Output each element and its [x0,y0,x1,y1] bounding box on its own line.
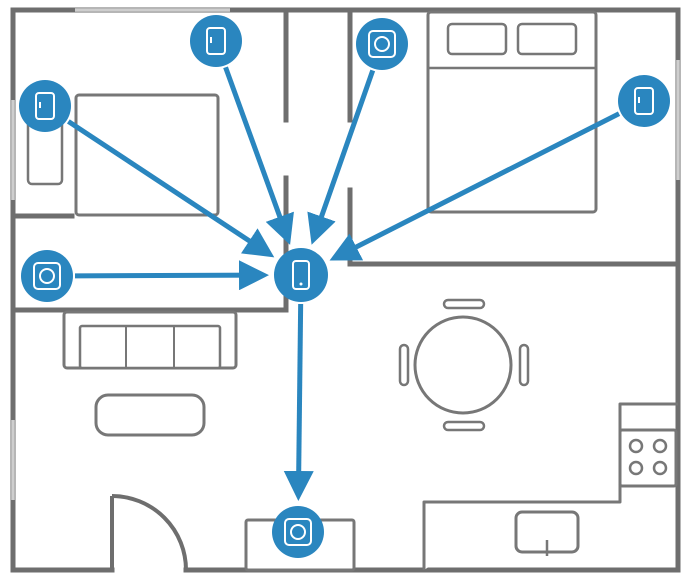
dining-table [413,315,513,415]
bedroom-left-door-sensor-circle [190,15,242,67]
furniture [26,10,678,572]
stove-burner-1 [628,438,644,454]
kitchen-counter [422,402,678,570]
stove-burner-3 [628,460,644,476]
left-bed [74,93,220,217]
camera-sensor-icon [33,262,61,290]
phone-icon [292,260,310,290]
stove [618,428,678,488]
arrow-bedroom-right-camera-sensor-to-hub [307,69,376,245]
bedroom-right-camera-sensor-node [356,18,408,70]
arrow-bedroom-right-window-sensor-to-hub [329,111,621,261]
arrow-bedroom-left-door-sensor-to-hub [223,66,294,245]
door-sensor-icon [206,27,226,55]
arrow-bedroom-left-window-sensor-to-hub [66,119,275,258]
hub-circle [274,248,328,302]
bedroom-right-camera-sensor-circle [356,18,408,70]
dining-chair-right [518,343,530,387]
door-sensor-icon [634,87,654,115]
bedroom-right-window-sensor-node [618,75,670,127]
bedroom-left-door-sensor-node [190,15,242,67]
living-room-camera-sensor-circle [272,506,324,558]
living-room-camera-sensor-node [272,506,324,558]
bedroom-left-motion-sensor-node [21,250,73,302]
coffee-table [94,393,206,437]
right-bed-pillow-1 [446,22,508,56]
stove-burner-2 [652,438,668,454]
bedroom-right-window-sensor-circle [618,75,670,127]
hub-node [274,248,328,302]
device-nodes [19,15,670,558]
camera-sensor-icon [368,30,396,58]
arrow-hub-to-living-room-camera-sensor [283,303,314,502]
camera-sensor-icon [284,518,312,546]
right-bed [426,10,598,214]
door-sensor-icon [35,92,55,120]
bedroom-left-motion-sensor-circle [21,250,73,302]
connection-arrows [66,66,621,502]
dining-chair-top [442,298,486,310]
right-bed-pillow-2 [516,22,578,56]
arrow-bedroom-left-motion-sensor-to-hub [74,260,270,291]
entrance-door [110,494,188,571]
dining-chair-left [398,343,410,387]
sofa-cushions [78,324,222,370]
bedroom-left-window-sensor-circle [19,80,71,132]
stove-burner-4 [652,460,668,476]
bedroom-left-window-sensor-node [19,80,71,132]
dining-chair-bottom [442,420,486,432]
